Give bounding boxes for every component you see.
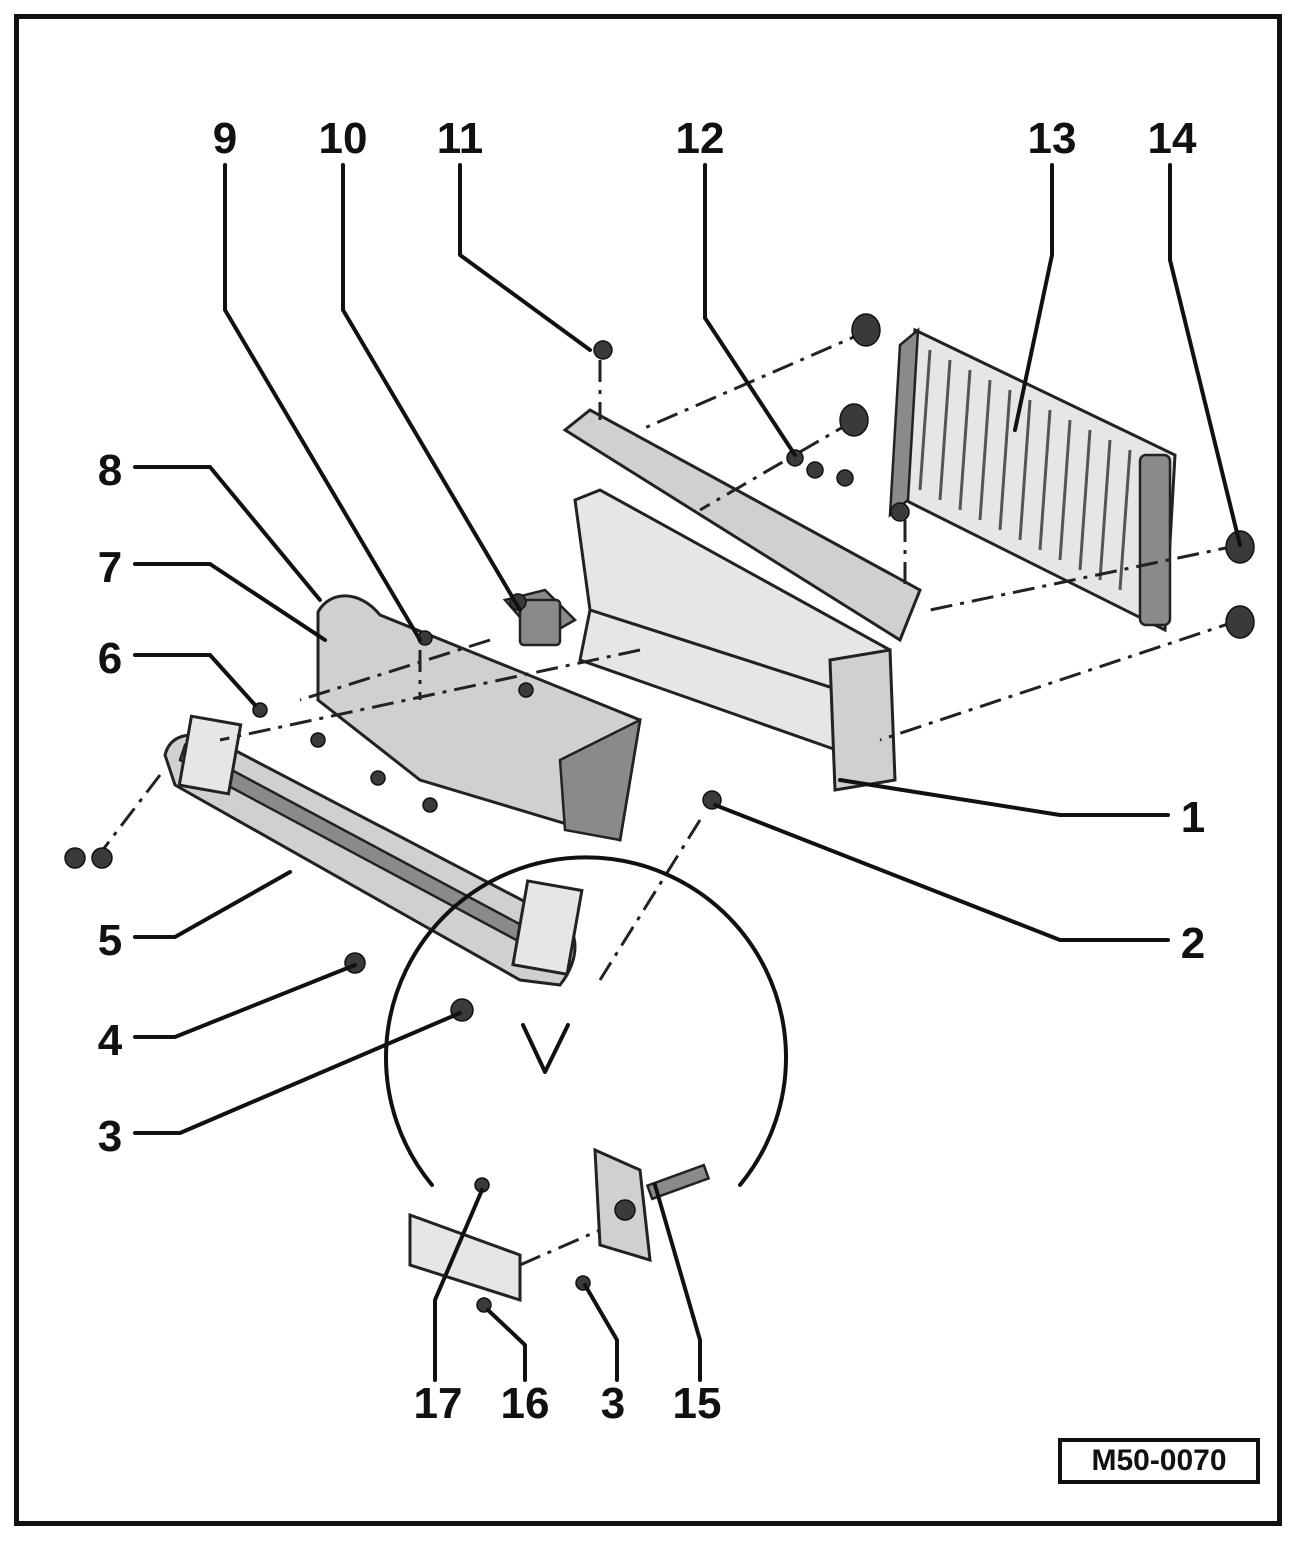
air-duct-part	[316, 594, 642, 842]
figure-reference: M50-0070	[1058, 1438, 1260, 1484]
leader-lines	[133, 163, 1242, 1382]
callout-12: 12	[676, 114, 725, 163]
lock-carrier-part	[502, 408, 922, 792]
clip-icon	[422, 797, 438, 813]
callout-16: 16	[501, 1379, 550, 1428]
callout-labels: 9 10 11 12 13 14 8 7 6 1 2 5 4 3 17 16 3…	[98, 114, 1205, 1428]
fasteners	[64, 313, 1255, 1022]
bolt-icon	[593, 340, 613, 360]
callout-8: 8	[98, 446, 122, 495]
bolt-icon	[91, 847, 113, 869]
callout-10: 10	[319, 114, 368, 163]
rubber-mount-icon	[851, 313, 881, 347]
clip-icon	[252, 702, 268, 718]
condenser-part	[888, 327, 1177, 633]
condenser-fins	[918, 349, 1132, 591]
bolt-icon	[344, 952, 366, 974]
bolt-icon	[518, 682, 534, 698]
alignment-lines	[93, 328, 1241, 981]
callout-11: 11	[437, 114, 484, 163]
bolt-icon	[64, 847, 86, 869]
callout-6: 6	[98, 634, 122, 683]
clip-icon	[370, 770, 386, 786]
callout-2: 2	[1181, 919, 1205, 968]
callout-13: 13	[1028, 114, 1077, 163]
callout-17: 17	[414, 1379, 463, 1428]
nut-icon	[786, 449, 804, 467]
rubber-mount-icon	[1225, 605, 1255, 639]
callout-15: 15	[673, 1379, 722, 1428]
callout-1: 1	[1181, 793, 1205, 842]
rubber-mount-icon	[1225, 530, 1255, 564]
bolt-icon	[890, 502, 910, 522]
callout-5: 5	[98, 916, 122, 965]
callout-4: 4	[98, 1016, 123, 1065]
clip-icon	[310, 732, 326, 748]
callout-3-detail: 3	[601, 1379, 625, 1428]
callout-9: 9	[213, 114, 237, 163]
bumper-bar-part	[163, 714, 584, 987]
bolt-icon	[450, 998, 474, 1022]
nut-icon	[806, 461, 824, 479]
callout-14: 14	[1148, 114, 1197, 163]
callout-3: 3	[98, 1112, 122, 1161]
callout-7: 7	[98, 543, 122, 592]
nut-icon	[836, 469, 854, 487]
rubber-mount-icon	[839, 403, 869, 437]
detail-inset	[384, 855, 788, 1313]
